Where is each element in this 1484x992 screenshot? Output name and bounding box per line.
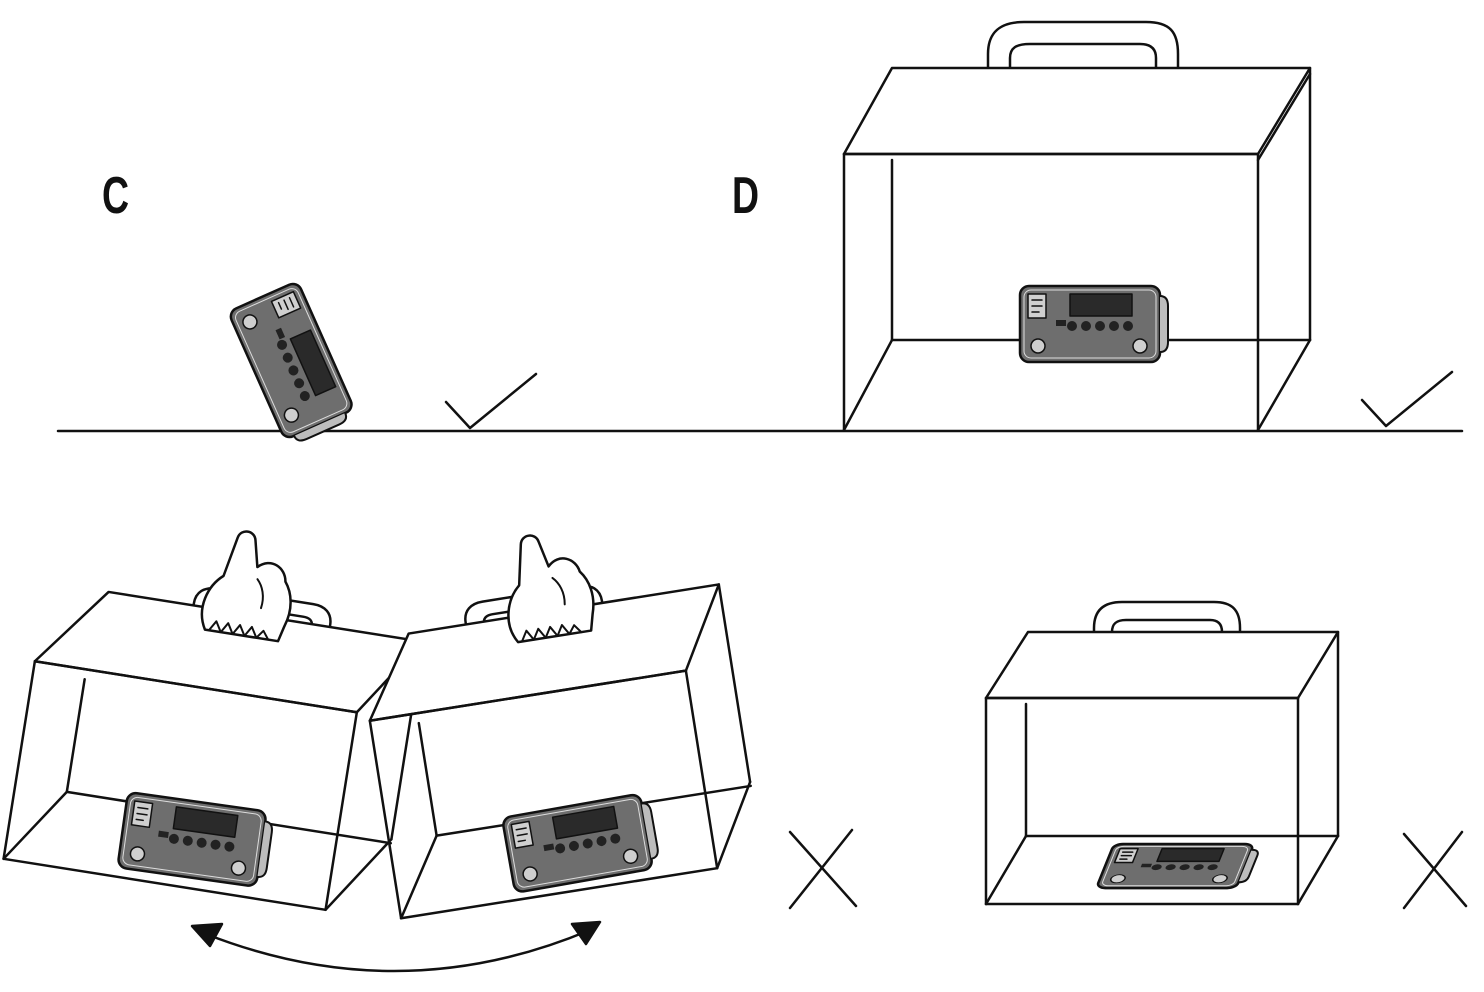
- panel-label-c: C: [102, 167, 130, 225]
- check-mark-icon: [1362, 372, 1452, 426]
- device-icon: [500, 791, 663, 895]
- carry-case-icon: [4, 562, 426, 918]
- carry-case-icon: [986, 602, 1338, 904]
- cross-mark-icon: [790, 830, 856, 908]
- device-icon: [1094, 842, 1264, 890]
- device-icon: [1018, 284, 1170, 364]
- hand-icon: [197, 525, 303, 644]
- curved-double-arrow-icon: [192, 922, 600, 971]
- carry-case-icon: [354, 565, 762, 919]
- hand-icon: [494, 526, 600, 645]
- panel-label-d: D: [732, 167, 760, 225]
- device-icon: [226, 279, 359, 449]
- check-mark-icon: [446, 374, 536, 428]
- cross-mark-icon: [1404, 832, 1466, 908]
- carry-case-icon: [844, 22, 1310, 430]
- device-icon: [116, 790, 276, 890]
